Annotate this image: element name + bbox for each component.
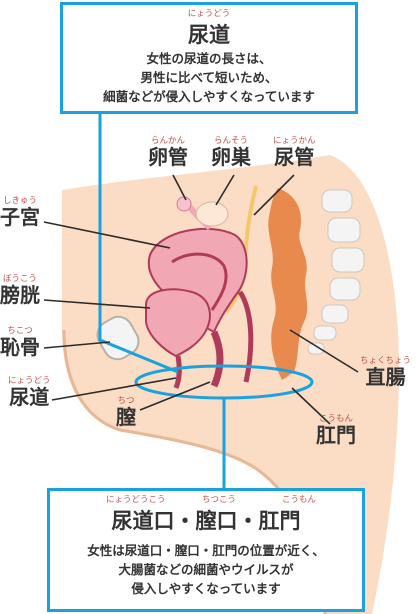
label-bladder: ぼうこう 膀胱: [0, 274, 40, 306]
urethra-info-ruby: にょうどう: [187, 9, 231, 19]
vagina-shape: [210, 330, 224, 388]
label-anus-text: 肛門: [316, 423, 356, 447]
urethra-info-line-1: 女性の尿道の長さは、: [146, 51, 272, 66]
label-fallopian-tube-ruby: らんかん: [150, 136, 185, 146]
label-uterus: しきゅう 子宮: [0, 196, 40, 228]
label-anus: こうもん 肛門: [316, 414, 356, 446]
label-pubic-bone: ちこつ 恥骨: [0, 326, 40, 358]
label-uterus-text: 子宮: [0, 205, 40, 229]
bladder-shape: [145, 288, 211, 358]
urethra-info-box: にょうどう 尿道 女性の尿道の長さは、 男性に比べて短いため、 細菌などが侵入し…: [60, 2, 358, 114]
label-pubic-bone-text: 恥骨: [0, 335, 40, 359]
openings-info-title: 尿道口・膣口・肛門: [111, 509, 301, 533]
label-ureter-text: 尿管: [274, 145, 315, 169]
urethra-info-line-2: 男性に比べて短いため、: [140, 70, 278, 85]
highlight-connectors: [98, 114, 226, 488]
label-uterus-ruby: しきゅう: [2, 196, 37, 206]
spine: [307, 189, 365, 355]
openings-info-box: にょうどうこう ちつこう こうもん 尿道口・膣口・肛門 女性は尿道口・膣口・肛門…: [47, 488, 365, 612]
label-rectum-text: 直腸: [365, 365, 406, 389]
label-urethra: にょうどう 尿道: [8, 376, 51, 408]
leader-lines: [43, 174, 359, 425]
label-anus-ruby: こうもん: [318, 414, 353, 424]
label-ureter-ruby: にょうかん: [273, 136, 316, 146]
ovary-shape: [195, 201, 229, 227]
rectum-shape: [268, 188, 308, 380]
label-bladder-text: 膀胱: [0, 283, 40, 307]
label-ovary-ruby: らんそう: [213, 136, 248, 146]
openings-info-line-1: 女性は尿道口・膣口・肛門の位置が近く、: [87, 543, 325, 558]
label-bladder-ruby: ぼうこう: [2, 274, 37, 284]
label-rectum-ruby: ちょくちょう: [360, 356, 412, 366]
openings-ruby-1: にょうどうこう: [106, 495, 166, 505]
label-vagina-ruby: ちつ: [117, 396, 135, 406]
openings-ruby-2: ちつこう: [202, 495, 237, 505]
openings-info-line-3: 侵入しやすくなっています: [131, 581, 281, 596]
urethra-info-line-3: 細菌などが侵入しやすくなっています: [103, 89, 315, 104]
urethra-info-title: 尿道: [188, 23, 230, 47]
label-ovary: らんそう 卵巣: [211, 136, 251, 168]
urethra-shape: [173, 355, 182, 389]
label-ureter: にょうかん 尿管: [273, 136, 316, 168]
label-urethra-ruby: にょうどう: [8, 376, 51, 386]
label-urethra-text: 尿道: [9, 385, 50, 409]
openings-info-line-2: 大腸菌などの細菌やウイルスが: [118, 562, 294, 577]
label-rectum: ちょくちょう 直腸: [360, 356, 411, 388]
pubic-bone-shape: [96, 315, 140, 361]
label-vagina-text: 膣: [116, 405, 136, 429]
label-pubic-bone-ruby: ちこつ: [7, 326, 33, 336]
label-fallopian-tube: らんかん 卵管: [148, 136, 188, 168]
label-vagina: ちつ 膣: [116, 396, 136, 428]
openings-ruby-3: こうもん: [282, 495, 317, 505]
label-fallopian-tube-text: 卵管: [148, 145, 188, 169]
label-ovary-text: 卵巣: [211, 145, 251, 169]
